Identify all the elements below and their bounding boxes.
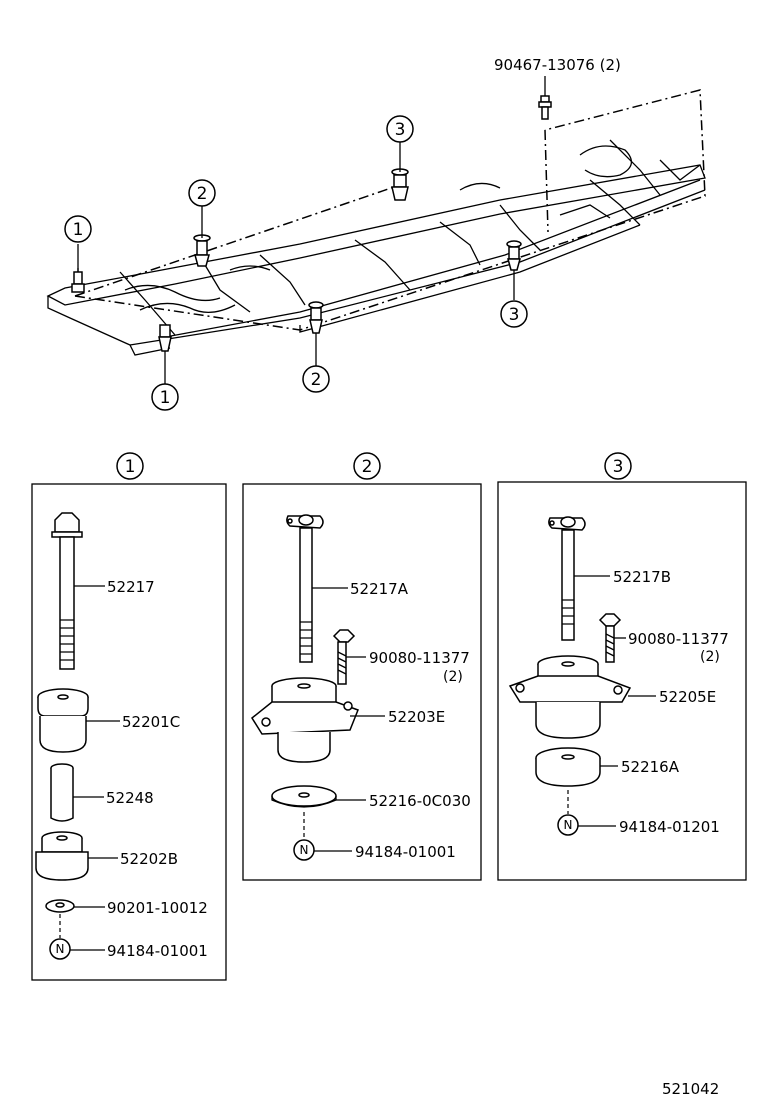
group2-small-bolt: 90080-11377 (2): [332, 629, 470, 685]
group1-upper-cushion: 52201C: [37, 688, 180, 753]
svg-text:52203E: 52203E: [388, 708, 445, 726]
svg-text:N: N: [300, 843, 309, 857]
svg-text:(2): (2): [700, 649, 720, 665]
group2-mount-insulator: 52203E: [251, 677, 445, 763]
group1-header: 1: [116, 452, 144, 480]
svg-text:1: 1: [125, 457, 136, 477]
svg-text:3: 3: [613, 457, 624, 477]
svg-text:3: 3: [509, 305, 520, 325]
svg-text:94184-01001: 94184-01001: [107, 942, 208, 960]
overview-marker-3a: 3: [386, 115, 414, 143]
svg-text:94184-01001: 94184-01001: [355, 843, 456, 861]
diagram-code: 521042: [662, 1080, 719, 1098]
group1-collar: 52248: [50, 763, 154, 822]
overview-marker-1a: 1: [64, 215, 92, 243]
svg-text:90080-11377: 90080-11377: [369, 649, 470, 667]
group2-nut: N 94184-01001: [293, 839, 456, 861]
group3-mount-insulator: 52205E: [508, 655, 716, 739]
bolt-callout-label: 90467-13076 (2): [494, 56, 621, 74]
svg-text:52217A: 52217A: [350, 580, 409, 598]
svg-text:2: 2: [197, 184, 208, 204]
group3-header: 3: [604, 452, 632, 480]
overview-marker-2a: 2: [188, 179, 216, 207]
group2-retainer: 52216-0C030: [271, 785, 471, 810]
group1-box: [31, 483, 227, 981]
svg-text:90201-10012: 90201-10012: [107, 899, 208, 917]
svg-text:52216-0C030: 52216-0C030: [369, 792, 471, 810]
svg-text:1: 1: [160, 388, 171, 408]
svg-text:(2): (2): [443, 669, 463, 685]
chassis-frame: [46, 89, 706, 356]
overview-marker-1b: 1: [151, 383, 179, 411]
svg-text:2: 2: [362, 457, 373, 477]
group1-lower-cushion: 52202B: [35, 831, 178, 881]
overview-leaders: [77, 76, 546, 384]
group2-box: [242, 483, 482, 881]
svg-text:52248: 52248: [106, 789, 154, 807]
svg-text:1: 1: [73, 220, 84, 240]
overview-marker-3b: 3: [500, 300, 528, 328]
overview-marker-2b: 2: [302, 365, 330, 393]
group1-washer: 90201-10012: [45, 899, 208, 917]
svg-text:52202B: 52202B: [120, 850, 178, 868]
svg-text:3: 3: [395, 120, 406, 140]
svg-text:52217: 52217: [107, 578, 155, 596]
group3-retainer: 52216A: [535, 747, 680, 787]
svg-text:52216A: 52216A: [621, 758, 680, 776]
svg-text:52217B: 52217B: [613, 568, 671, 586]
group2-header: 2: [353, 452, 381, 480]
svg-text:N: N: [564, 818, 573, 832]
svg-text:2: 2: [311, 370, 322, 390]
group2-bolt: 52217A: [286, 514, 409, 663]
frame-mount-points: [71, 95, 552, 352]
svg-text:52201C: 52201C: [122, 713, 180, 731]
group3-nut: N 94184-01201: [557, 814, 720, 836]
group1-nut: N 94184-01001: [49, 938, 208, 960]
group3-bolt: 52217B: [548, 516, 671, 641]
svg-text:52205E: 52205E: [659, 688, 716, 706]
group1-bolt: 52217: [51, 512, 155, 670]
group3-box: [497, 481, 747, 881]
svg-text:N: N: [56, 942, 65, 956]
svg-text:94184-01201: 94184-01201: [619, 818, 720, 836]
svg-text:90080-11377: 90080-11377: [628, 630, 729, 648]
group3-small-bolt: 90080-11377 (2): [598, 613, 729, 665]
